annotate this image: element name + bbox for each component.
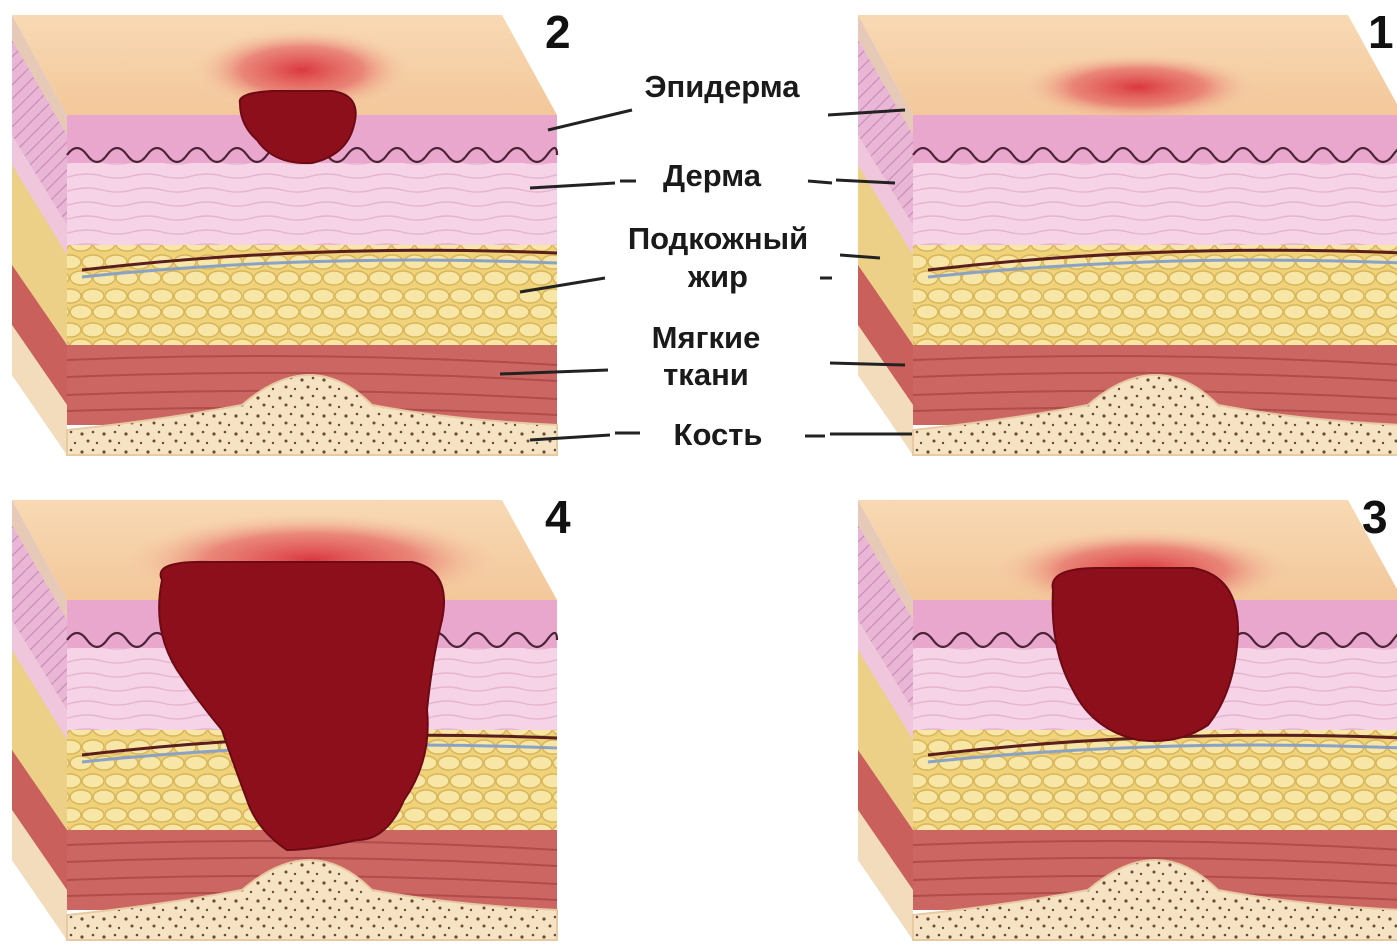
label-dermis: Дерма [663,158,762,193]
panel-stage-4 [12,500,557,940]
stage-number-2: 2 [545,6,571,58]
stage-number-1: 1 [1368,6,1394,58]
panel-stage-1 [858,15,1397,455]
panel-stage-3 [858,500,1397,940]
panel-stage-2 [12,15,557,455]
label-soft-tissue-line2: ткани [663,357,749,392]
label-epidermis: Эпидерма [644,69,800,104]
label-subcutaneous-line1: Подкожный [628,221,808,256]
label-soft-tissue-line1: Мягкие [652,320,761,355]
stage-number-3: 3 [1362,491,1388,543]
label-subcutaneous-line2: жир [687,259,748,294]
stage-number-4: 4 [545,491,571,543]
label-bone: Кость [674,417,763,452]
